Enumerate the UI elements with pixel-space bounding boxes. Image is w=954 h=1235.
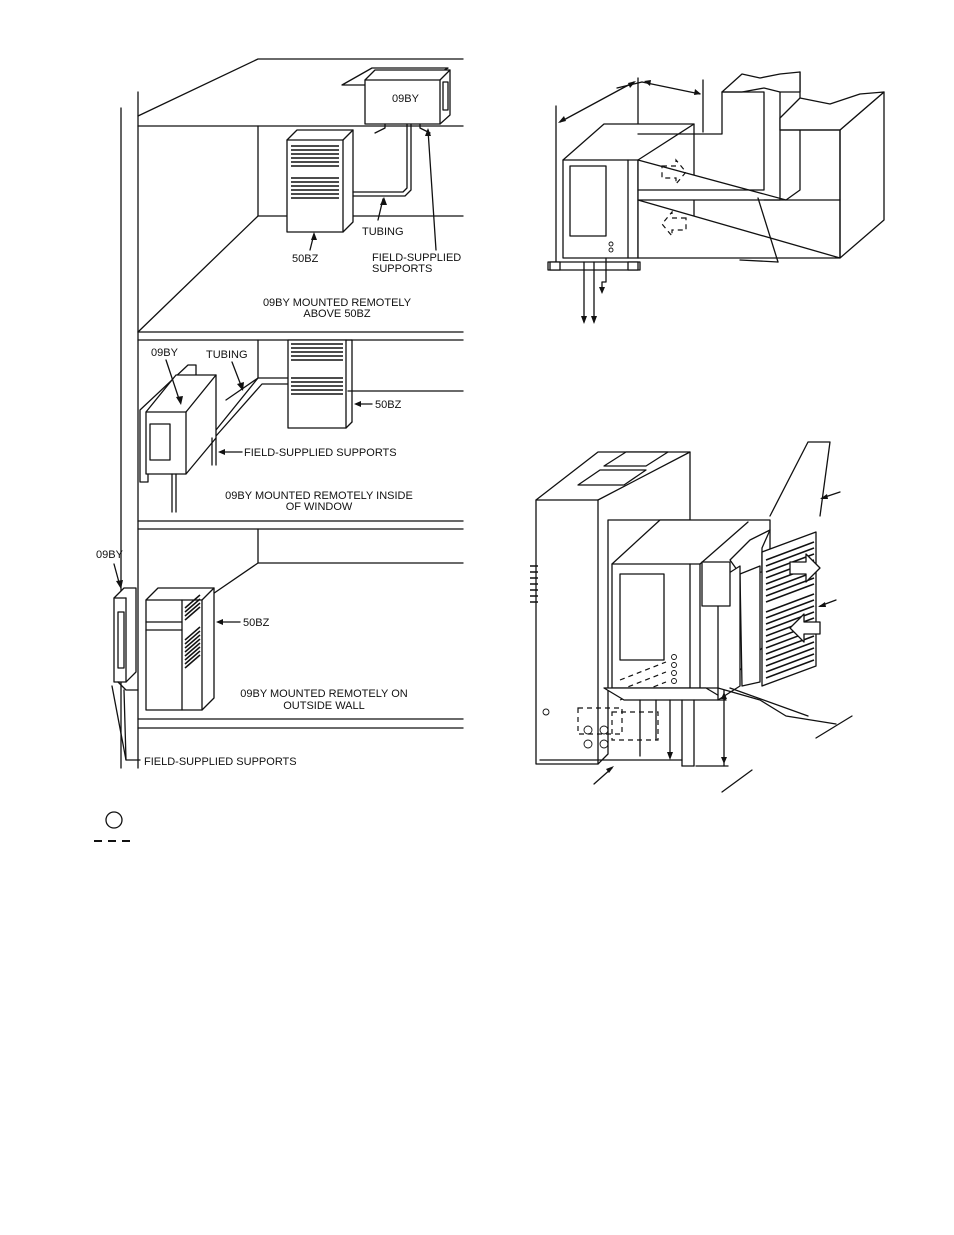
bottom-50bz-unit — [145, 587, 215, 711]
middle-supports-label: FIELD-SUPPLIED SUPPORTS — [244, 447, 397, 459]
bottom-caption-2: OUTSIDE WALL — [283, 700, 365, 712]
top-caption-2: ABOVE 50BZ — [303, 308, 371, 320]
bottom-caption-1: 09BY MOUNTED REMOTELY ON — [240, 688, 408, 700]
bottom-panel: 09BY 50BZ 09BY MOUNTED REMOTELY ON OUTSI… — [96, 528, 464, 768]
bottom-supports-label: FIELD-SUPPLIED SUPPORTS — [144, 756, 297, 768]
top-supports-label-1: FIELD-SUPPLIED — [372, 252, 461, 264]
middle-tubing-label: TUBING — [206, 349, 248, 361]
top-tubing-label: TUBING — [362, 226, 404, 238]
bottom-50bz-label: 50BZ — [243, 617, 270, 629]
through-wall-figure — [530, 441, 853, 793]
legend — [94, 811, 136, 842]
top-supports-label-2: SUPPORTS — [372, 263, 432, 275]
bottom-09by-unit — [113, 587, 139, 691]
bottom-09by-label: 09BY — [96, 549, 124, 561]
middle-09by-label: 09BY — [151, 347, 179, 359]
ducted-unit-figure — [547, 71, 885, 324]
middle-caption-1: 09BY MOUNTED REMOTELY INSIDE — [225, 490, 413, 502]
middle-09by-unit — [145, 374, 217, 513]
top-50bz-unit — [286, 129, 354, 233]
middle-panel: 09BY TUBING 50BZ FIELD-SUPPLIED SUPPORTS… — [139, 339, 464, 513]
top-panel: 09BY 50BZ TUBING FIELD-SUPPLIED SUPPORTS… — [137, 67, 464, 333]
middle-caption-2: OF WINDOW — [286, 501, 353, 513]
legend-circle-icon — [105, 811, 123, 829]
top-50bz-label: 50BZ — [292, 253, 319, 265]
top-09by-unit — [364, 69, 451, 134]
middle-50bz-unit — [287, 339, 353, 429]
top-caption-1: 09BY MOUNTED REMOTELY — [263, 297, 412, 309]
top-09by-label: 09BY — [392, 93, 420, 105]
middle-50bz-label: 50BZ — [375, 399, 402, 411]
